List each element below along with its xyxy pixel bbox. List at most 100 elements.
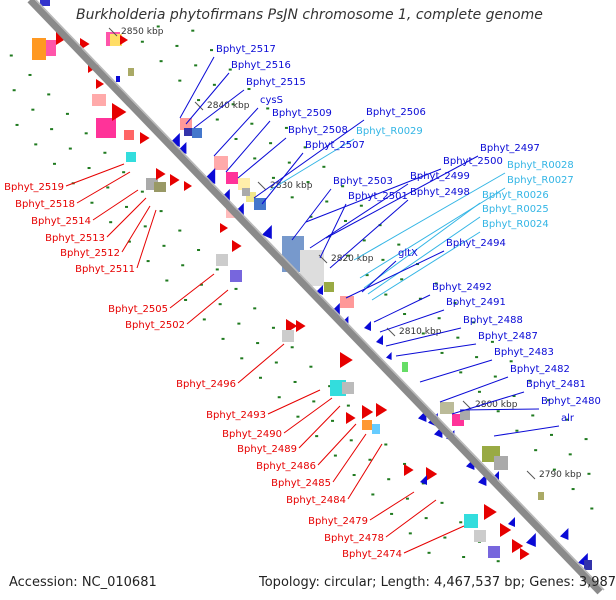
track-dot — [565, 418, 569, 421]
track-dot — [12, 89, 16, 92]
track-dot — [277, 396, 281, 399]
callout-line — [332, 433, 367, 483]
track-dot — [477, 390, 481, 393]
ruler-tick-label: 2830 kbp — [270, 181, 313, 191]
track-dot — [362, 239, 366, 242]
callout-line — [359, 187, 506, 279]
ruler-tick-label: 2810 kbp — [399, 327, 442, 337]
gene-block — [116, 76, 120, 82]
forward-gene-label: Bphyt_2503 — [333, 176, 393, 187]
track-dot — [306, 181, 310, 184]
track-dot — [296, 415, 300, 418]
forward-gene-label: Bphyt_2499 — [410, 171, 470, 182]
gene-block — [494, 456, 508, 470]
callout-line — [225, 120, 271, 173]
track-dot — [493, 375, 497, 378]
track-dot — [221, 337, 225, 340]
track-dot — [528, 379, 532, 382]
reverse-gene-arrow — [520, 548, 530, 560]
track-dot — [15, 123, 19, 126]
forward-gene-label: Bphyt_R0028 — [507, 160, 574, 171]
track-dot — [331, 419, 335, 422]
callout-line — [325, 155, 479, 239]
track-dot — [496, 560, 500, 563]
forward-gene-arrow — [560, 528, 569, 540]
track-dot — [381, 258, 385, 261]
track-dot — [31, 108, 35, 111]
reverse-gene-arrow — [426, 467, 438, 481]
gene-block — [126, 152, 136, 162]
gene-block — [124, 130, 134, 140]
track-dot — [384, 293, 388, 296]
gene-block — [154, 182, 166, 192]
reverse-gene-label: Bphyt_2512 — [60, 248, 120, 259]
track-dot — [274, 361, 278, 364]
reverse-gene-label: Bphyt_2496 — [176, 379, 236, 390]
track-dot — [87, 167, 91, 170]
forward-gene-label: Bphyt_2517 — [216, 44, 276, 55]
track-dot — [250, 122, 254, 125]
track-dot — [440, 351, 444, 354]
forward-gene-label: Bphyt_2498 — [410, 187, 470, 198]
gene-block — [584, 560, 592, 570]
reverse-gene-arrow — [112, 103, 127, 121]
track-dot — [218, 303, 222, 306]
ruler-tick-label: 2840 kbp — [207, 101, 250, 111]
track-dot — [175, 44, 179, 47]
track-dot — [178, 79, 182, 82]
track-dot — [125, 205, 129, 208]
reverse-gene-arrow — [484, 504, 497, 520]
track-dot — [199, 283, 203, 286]
gene-block — [230, 270, 242, 282]
track-dot — [84, 132, 88, 135]
reverse-gene-arrow — [156, 168, 166, 180]
callout-line — [371, 231, 481, 301]
callout-line — [385, 499, 437, 538]
forward-gene-label: Bphyt_R0027 — [507, 175, 574, 186]
gene-block — [110, 34, 122, 46]
gene-block — [460, 410, 470, 420]
track-dot — [290, 346, 294, 349]
callout-line — [459, 408, 540, 411]
track-dot — [165, 279, 169, 282]
track-dot — [587, 472, 591, 475]
genome-title: Burkholderia phytofirmans PsJN chromosom… — [76, 7, 543, 23]
track-dot — [534, 449, 538, 452]
track-dot — [390, 512, 394, 515]
callout-line — [92, 189, 139, 221]
track-dot — [287, 161, 291, 164]
track-dot — [178, 229, 182, 232]
callout-line — [373, 294, 431, 323]
forward-gene-arrow — [526, 533, 536, 547]
reverse-gene-label: Bphyt_2513 — [45, 233, 105, 244]
track-dot — [403, 313, 407, 316]
gene-block — [192, 128, 202, 138]
track-dot — [584, 438, 588, 441]
track-dot — [237, 322, 241, 325]
ruler-tick — [194, 101, 204, 111]
ruler-tick — [257, 181, 267, 191]
gene-block — [238, 178, 250, 190]
track-dot — [346, 404, 350, 407]
reverse-gene-arrow — [170, 174, 180, 186]
forward-gene-label: Bphyt_2483 — [494, 347, 554, 358]
track-dot — [515, 429, 519, 432]
track-dot — [212, 83, 216, 86]
gene-block — [46, 40, 56, 56]
track-dot — [194, 64, 198, 67]
callout-line — [179, 56, 215, 119]
callout-line — [193, 89, 245, 129]
gene-block — [324, 282, 334, 292]
track-dot — [325, 200, 329, 203]
callout-line — [385, 327, 462, 347]
forward-gene-label: Bphyt_2482 — [510, 364, 570, 375]
track-dot — [52, 162, 56, 165]
callout-line — [253, 119, 365, 199]
track-dot — [34, 143, 38, 146]
topology-summary: Topology: circular; Length: 4,467,537 bp… — [259, 575, 616, 590]
gene-block — [128, 68, 134, 76]
reverse-gene-label: Bphyt_2514 — [31, 216, 91, 227]
track-dot — [210, 49, 214, 52]
